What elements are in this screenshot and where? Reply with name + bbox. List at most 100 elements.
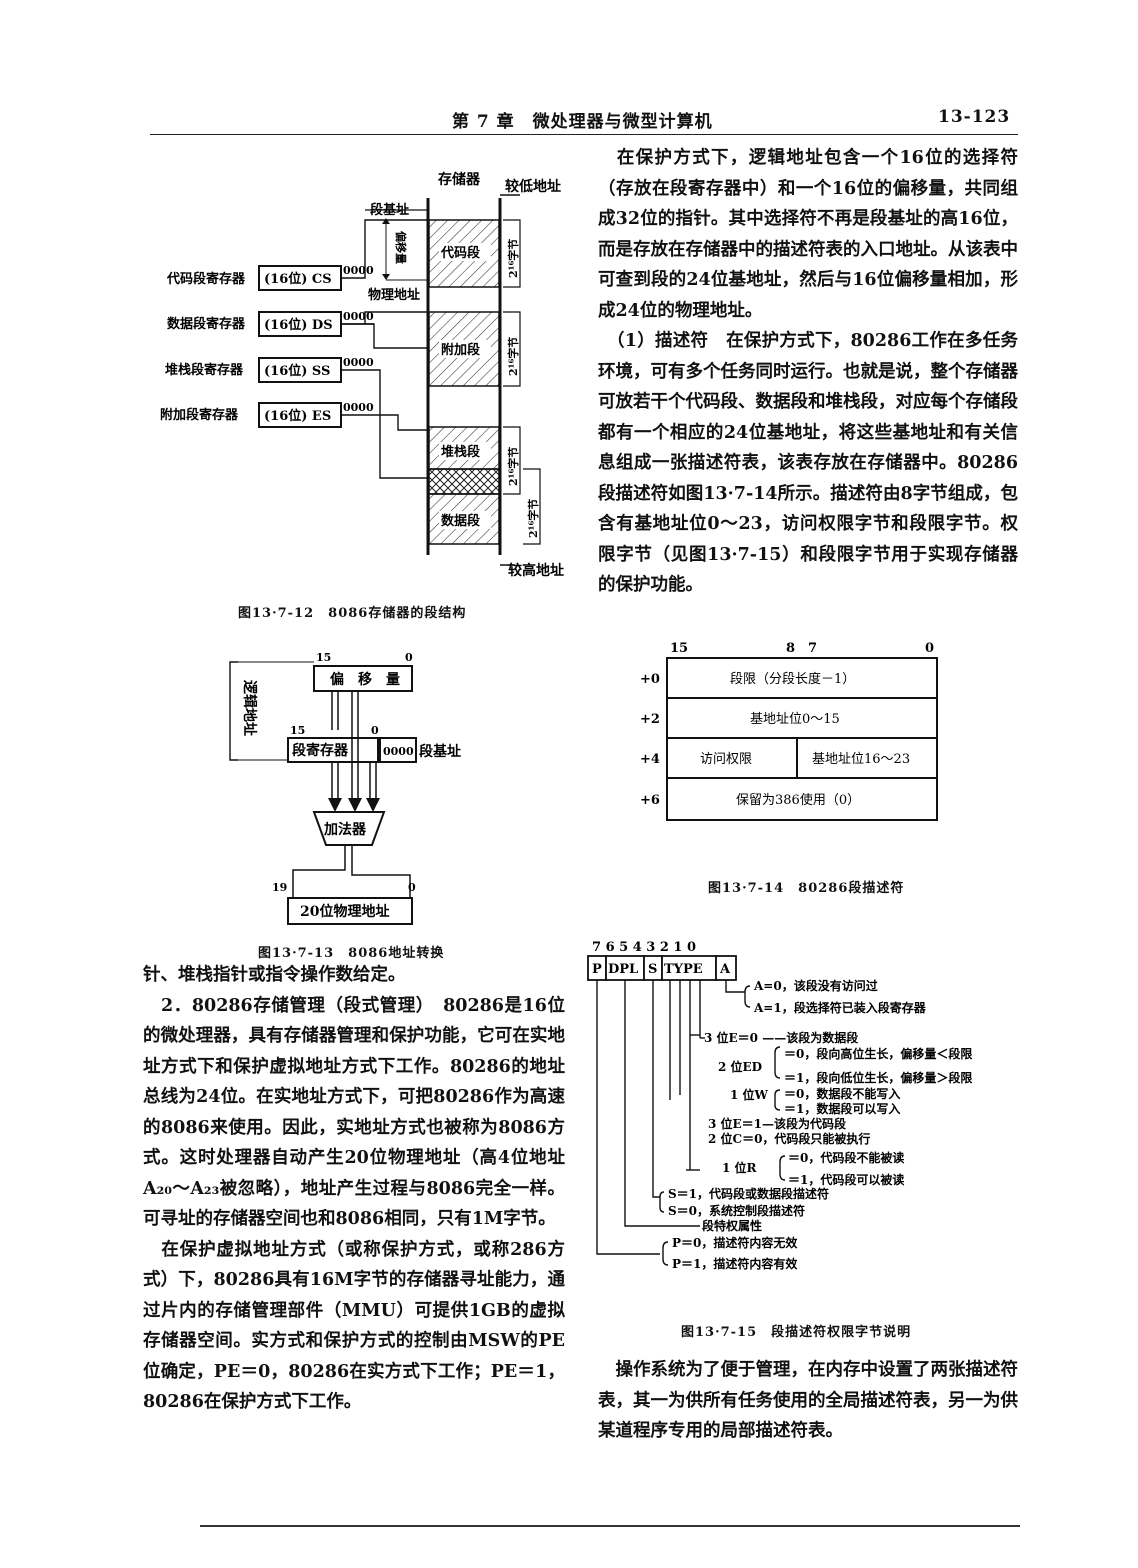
note-p0: P＝0，描述符内容无效 [672, 1235, 798, 1250]
note-w1: ＝1，数据段可以写入 [784, 1101, 900, 1116]
register-ds: 数据段寄存器 (16位) DS 0000 [167, 310, 374, 337]
note-a0: A=0，该段没有访问过 [753, 978, 878, 993]
figure-12-caption: 图13·7-12 8086存储器的段结构 [238, 606, 467, 621]
row2-offset: +4 [640, 752, 660, 767]
header-rule [150, 134, 1018, 135]
note-w0: ＝0，数据段不能写入 [784, 1086, 900, 1101]
stack-segment-label: 堆栈段 [441, 444, 480, 460]
footer-rule [200, 1525, 1020, 1527]
zeros-box [379, 737, 417, 763]
bit-0-bot: 0 [408, 881, 416, 894]
bit-numbers: 7 6 5 4 3 2 1 0 [592, 940, 696, 955]
figure-12-segment-structure: 存储器 较低地址 较高地址 代码段 附加段 堆栈段 数据段 2¹⁶字节 2¹⁶字… [160, 171, 564, 579]
right-paragraph-2: （1）描述符 在保护方式下，80286工作在多任务环境，可有多个任务同时运行。也… [598, 331, 1018, 595]
offset-box-label: 偏 移 量 [330, 671, 400, 688]
note-w-label: 1 位W [730, 1087, 769, 1102]
bit-19: 19 [272, 881, 287, 894]
b7: 7 [808, 641, 817, 656]
seg-reg-box [287, 737, 379, 763]
left-paragraph-3: 在保护虚拟地址方式（或称保护方式，或称286方式）下，80286具有16M字节的… [143, 1239, 565, 1413]
note-dpl: 段特权属性 [702, 1218, 762, 1233]
register-es: 附加段寄存器 (16位) ES 0000 [160, 401, 374, 428]
b15: 15 [670, 641, 688, 656]
figure-15-caption: 图13·7-15 段描述符权限字节说明 [681, 1325, 912, 1340]
figure-14-descriptor: 15 8 7 0 +0 +2 +4 +6 段限（分段长度－1） 基地址位0～15… [640, 641, 938, 821]
right-column-bottom: 操作系统为了便于管理，在内存中设置了两张描述符表，其一为供所有任务使用的全局描述… [598, 1355, 1018, 1447]
adder-shape [312, 811, 386, 846]
field-s: S [648, 962, 657, 977]
left-column: 针、堆栈指针或指令操作数给定。 2．80286存储管理（段式管理） 80286是… [143, 960, 565, 1418]
overlap-area [428, 468, 500, 495]
note-c0: 2 位C＝0，代码段只能被执行 [708, 1131, 870, 1146]
note-e0: 3 位E＝0 ——该段为数据段 [704, 1030, 859, 1045]
register-cs: 代码段寄存器 (16位) CS 0000 [166, 264, 374, 291]
ds-name: 数据段寄存器 [167, 316, 246, 332]
size-label-1: 2¹⁶字节 [506, 239, 520, 278]
note-s1: S＝1，代码段或数据段描述符 [668, 1186, 829, 1201]
field-a: A [719, 962, 731, 977]
es-suffix: 0000 [343, 401, 374, 414]
adder-label: 加法器 [323, 821, 367, 838]
row2-cell-a: 访问权限 [700, 751, 752, 767]
bit-0-mid: 0 [371, 724, 379, 737]
es-name: 附加段寄存器 [160, 407, 239, 423]
figure-13-caption: 图13·7-13 8086地址转换 [258, 946, 445, 961]
zeros-label: 0000 [383, 745, 414, 758]
size-label-4: 2¹⁶字节 [526, 499, 540, 538]
left-paragraph-1: 针、堆栈指针或指令操作数给定。 [143, 965, 406, 985]
cs-name: 代码段寄存器 [166, 271, 246, 287]
row2-cell-b: 基地址位16～23 [812, 752, 910, 767]
offset-box [313, 665, 413, 692]
high-addr-label: 较高地址 [508, 562, 564, 579]
size-label-2: 2¹⁶字节 [506, 337, 520, 376]
figure-13-address-translation: 逻辑地址 15 0 偏 移 量 15 0 段寄存器 0000 段基址 加法器 1… [229, 651, 461, 925]
chapter-title: 第 7 章 微处理器与微型计算机 [452, 112, 713, 132]
note-a1: A=1，段选择符已装入段寄存器 [753, 1000, 927, 1015]
ds-suffix: 0000 [343, 310, 374, 323]
seg-base-label-13: 段基址 [419, 743, 461, 760]
ss-name: 堆栈段寄存器 [165, 362, 244, 378]
result-box [287, 897, 413, 925]
page-number: 13-123 [938, 107, 1011, 127]
offset-label: 偏移量 [394, 231, 408, 264]
note-ed-label: 2 位ED [718, 1059, 762, 1074]
row0-cell: 段限（分段长度－1） [730, 671, 855, 687]
note-p1: P＝1，描述符内容有效 [672, 1256, 798, 1271]
row3-cell: 保留为386使用（0） [736, 792, 860, 808]
field-dpl: DPL [608, 962, 638, 977]
row1-cell: 基地址位0～15 [750, 712, 840, 727]
bit-0-top: 0 [405, 651, 413, 664]
note-r-label: 1 位R [722, 1160, 758, 1175]
note-ed0: ＝0，段向高位生长，偏移量＜段限 [784, 1046, 972, 1061]
field-p: P [592, 962, 602, 977]
b8: 8 [786, 641, 795, 656]
memory-label: 存储器 [438, 171, 481, 188]
es-value: (16位) ES [264, 408, 331, 424]
note-e1: 3 位E＝1—该段为代码段 [708, 1116, 847, 1131]
result-label: 20位物理地址 [300, 903, 389, 920]
extra-segment-label: 附加段 [441, 342, 480, 358]
size-label-3: 2¹⁶字节 [506, 447, 520, 486]
figure-15-access-byte: 7 6 5 4 3 2 1 0 P DPL S TYPE A A=0 [587, 940, 972, 1271]
seg-reg-label: 段寄存器 [292, 742, 349, 759]
bit-15-top: 15 [316, 651, 331, 664]
logical-addr-label: 逻辑地址 [241, 680, 258, 736]
note-r1: ＝1，代码段可以被读 [788, 1172, 904, 1187]
data-segment-label: 数据段 [441, 513, 480, 529]
ss-value: (16位) SS [264, 363, 330, 379]
note-s0: S＝0，系统控制段描述符 [668, 1203, 805, 1218]
low-addr-label: 较低地址 [505, 178, 561, 195]
code-segment-label: 代码段 [440, 245, 480, 261]
ss-suffix: 0000 [343, 356, 374, 369]
b0: 0 [925, 641, 934, 656]
row3-offset: +6 [640, 793, 660, 808]
bit-15-mid: 15 [290, 724, 305, 737]
register-ss: 堆栈段寄存器 (16位) SS 0000 [165, 356, 374, 383]
row0-offset: +0 [640, 672, 660, 687]
cs-suffix: 0000 [343, 264, 374, 277]
phys-addr-label: 物理地址 [368, 287, 420, 303]
figure-14-caption: 图13·7-14 80286段描述符 [708, 881, 905, 896]
right-paragraph-1: 在保护方式下，逻辑地址包含一个16位的选择符（存放在段寄存器中）和一个16位的偏… [598, 148, 1018, 321]
right-column-top: 在保护方式下，逻辑地址包含一个16位的选择符（存放在段寄存器中）和一个16位的偏… [598, 143, 1018, 601]
left-paragraph-2: 2．80286存储管理（段式管理） 80286是16位的微处理器，具有存储器管理… [143, 995, 565, 1230]
